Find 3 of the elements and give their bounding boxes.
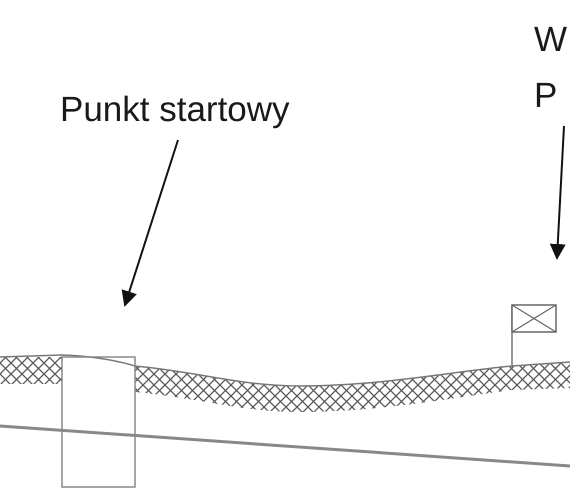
leader-arrow xyxy=(550,126,566,260)
leader-arrow xyxy=(122,140,179,307)
callout-label: Punkt startowy xyxy=(60,89,290,131)
